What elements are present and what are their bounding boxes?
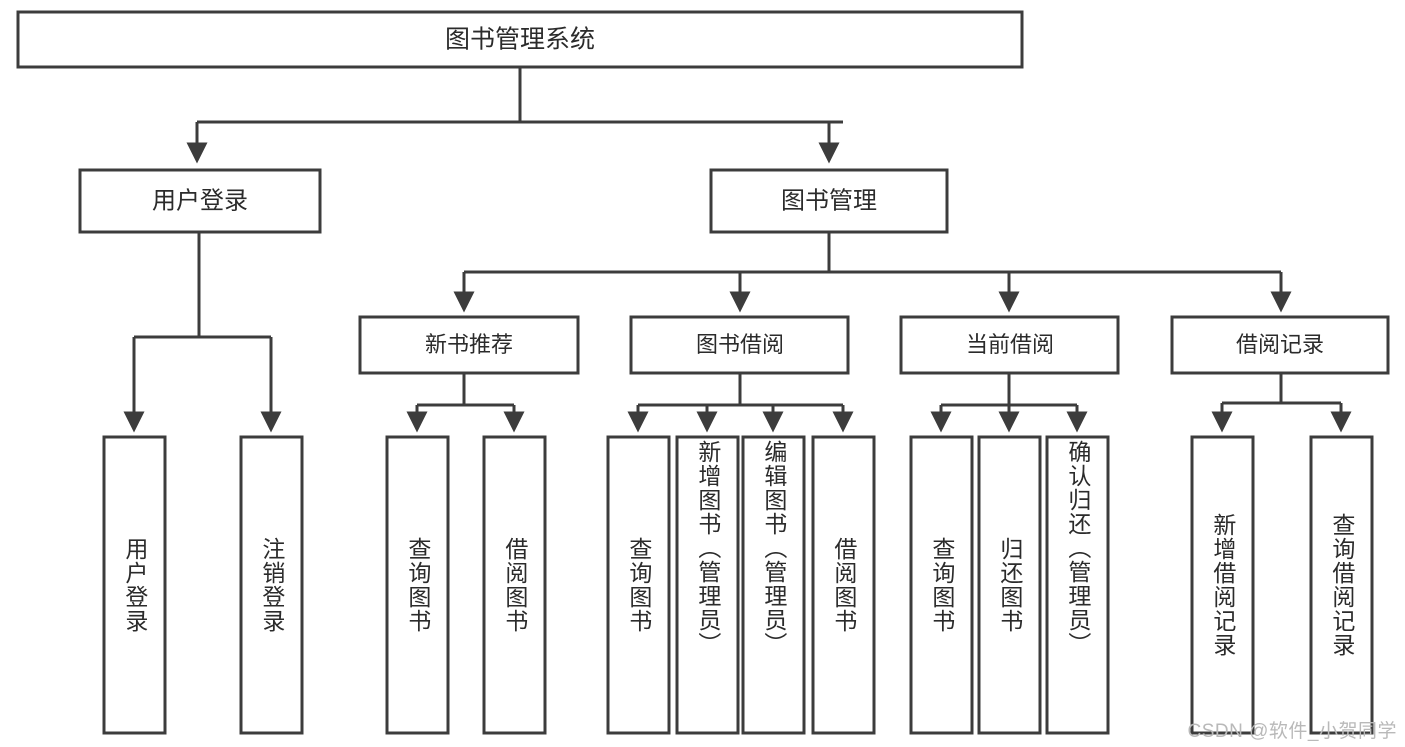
node-book-borrow[interactable]: 图书借阅 (629, 315, 850, 375)
node-book-borrow-label: 图书借阅 (696, 332, 784, 357)
watermark-text: CSDN @软件_小贺同学 (1187, 721, 1397, 742)
connector-record-to-leaves (1211, 373, 1352, 433)
leaf-box-cb-return[interactable] (977, 435, 1042, 735)
connector-newbook-to-leaves (406, 373, 525, 433)
connector-borrow-to-leaves (627, 373, 854, 433)
leaf-box-bb-borrow[interactable] (811, 435, 876, 735)
node-book-manage-label: 图书管理 (781, 187, 877, 214)
node-root-title-label: 图书管理系统 (445, 26, 595, 54)
leaf-box-nb-query[interactable] (385, 435, 450, 735)
node-borrow-record[interactable]: 借阅记录 (1170, 315, 1390, 375)
node-current-borrow[interactable]: 当前借阅 (899, 315, 1120, 375)
node-user-login[interactable]: 用户登录 (78, 168, 322, 234)
leaf-box-cb-query[interactable] (909, 435, 974, 735)
leaf-box-user-login[interactable] (102, 435, 167, 735)
leaf-box-br-add[interactable] (1190, 435, 1255, 735)
leaf-box-cb-confirm[interactable] (1045, 435, 1110, 735)
node-book-manage[interactable]: 图书管理 (709, 168, 949, 234)
leaf-box-bb-add[interactable] (675, 435, 740, 735)
leaf-box-nb-borrow[interactable] (482, 435, 547, 735)
node-new-book-recommend[interactable]: 新书推荐 (358, 315, 580, 375)
leaf-box-logout[interactable] (239, 435, 304, 735)
leaf-box-bb-query[interactable] (606, 435, 671, 735)
node-root-title[interactable]: 图书管理系统 (16, 10, 1024, 69)
connector-bookmanage-to-level2 (453, 232, 1292, 313)
leaf-box-bb-edit[interactable] (741, 435, 806, 735)
node-current-borrow-label: 当前借阅 (966, 332, 1054, 357)
connector-current-to-leaves (930, 373, 1088, 433)
leaf-box-br-query[interactable] (1309, 435, 1374, 735)
connector-root-to-level1 (186, 67, 843, 164)
node-new-book-recommend-label: 新书推荐 (425, 332, 513, 357)
connector-userlogin-to-leaves (123, 232, 282, 433)
node-user-login-label: 用户登录 (152, 187, 248, 214)
node-borrow-record-label: 借阅记录 (1236, 332, 1324, 357)
